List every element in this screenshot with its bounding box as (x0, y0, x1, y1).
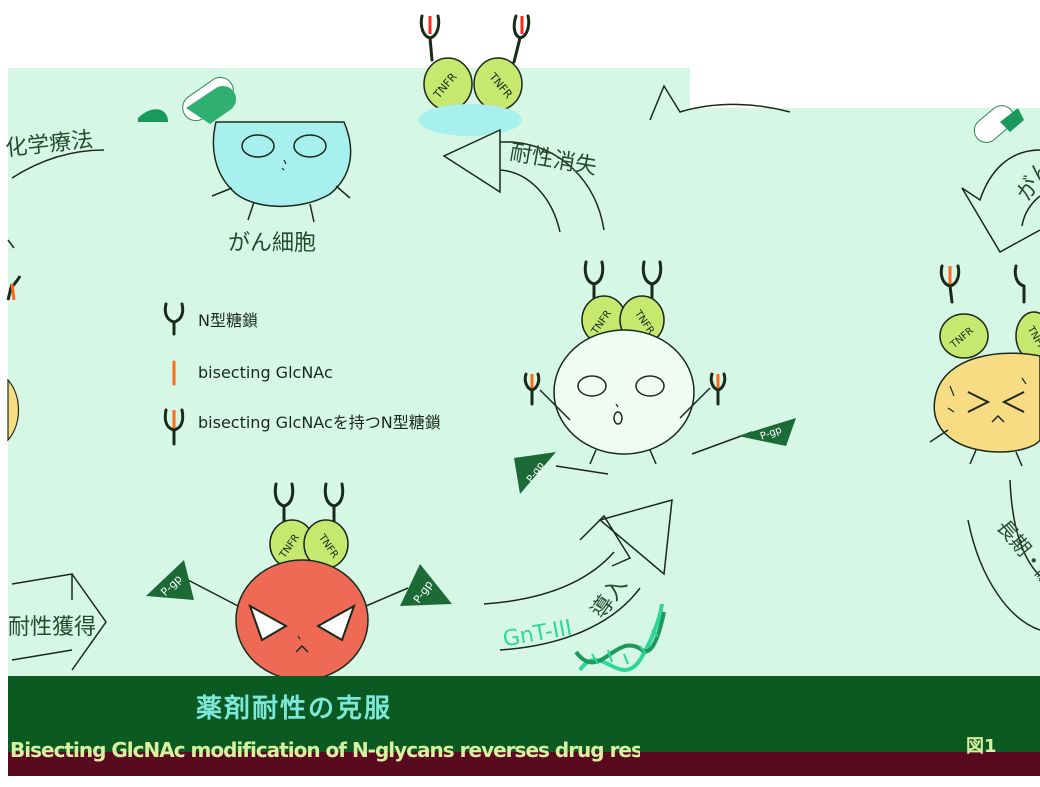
label-resistance-loss: 耐性消失 (508, 140, 599, 180)
label-gnt-verb: 導入 (587, 573, 633, 623)
pill-icon-top-right (973, 105, 1024, 143)
label-long-term: 長期・耐性 (992, 515, 1040, 607)
arrow-resistance-loss (442, 128, 605, 233)
diagram-svg: TNFR TNFR 化学療法 がん細胞 (4, 14, 1040, 681)
footer-corner-label: 図1 (966, 736, 997, 757)
cancer-cell-red: TNFR TNFR (187, 482, 409, 681)
top-glycan-bis-right (512, 14, 531, 64)
label-resistance-gain: 耐性獲得 (8, 615, 96, 640)
label-cancer-right: がん (1012, 155, 1040, 205)
cancer-cell-cyan (211, 121, 352, 223)
arrow-resistance-gain (11, 573, 107, 671)
top-receptor-group: TNFR TNFR (418, 14, 531, 136)
cancer-cell-yellow: TNFR TNFR (929, 264, 1040, 467)
footer-heading: 薬剤耐性の克服 (196, 694, 393, 722)
pgp-flag-center-right: P-gp (691, 418, 796, 455)
legend-bisecting-label: bisecting GlcNAc (198, 363, 333, 382)
arrow-long-term (967, 479, 1040, 631)
footer-band (8, 676, 1040, 766)
cancer-cell-pale: TNFR TNFR (523, 260, 727, 465)
label-cancer-cell: がん細胞 (228, 231, 316, 256)
label-chemo: 化学療法 (4, 128, 94, 162)
top-cell-peek (418, 104, 522, 136)
legend-glycan-bis-label: bisecting GlcNAcを持つN型糖鎖 (198, 413, 441, 432)
footer-subtitle: Bisecting GlcNAc modification of N-glyca… (10, 738, 640, 762)
legend-glycan-bis-icon (163, 408, 185, 446)
arrow-right-top (961, 149, 1040, 254)
arrow-gnt-introduction (483, 498, 673, 651)
legend-glycan-icon (163, 302, 185, 336)
arrow-top-right (649, 84, 791, 121)
left-bisecting-fragment (10, 283, 16, 301)
chemo-arc (11, 149, 105, 179)
left-cell-fragment (7, 378, 19, 442)
footer-bottom-band (8, 752, 1040, 776)
left-arc-fragment (7, 239, 15, 249)
dna-icon (574, 603, 666, 672)
pgp-flag-center-left: P-gp (514, 452, 609, 494)
cyan-cell-eye-left (241, 134, 275, 158)
background-notch (690, 68, 1040, 108)
top-glycan-bis-left (419, 14, 441, 62)
label-gnt-gene: GnT-III (501, 616, 574, 653)
pgp-flag-red-left: P-gp (146, 560, 194, 600)
legend: N型糖鎖 bisecting GlcNAc bisecting GlcNAcを持… (163, 302, 441, 446)
yellow-cell-receptor-left (939, 313, 989, 359)
cyan-cell-eye-right (293, 134, 327, 158)
pgp-flag-red-right: P-gp (400, 564, 452, 606)
legend-glycan-label: N型糖鎖 (198, 311, 258, 330)
pill-icon-top-left (138, 76, 237, 124)
